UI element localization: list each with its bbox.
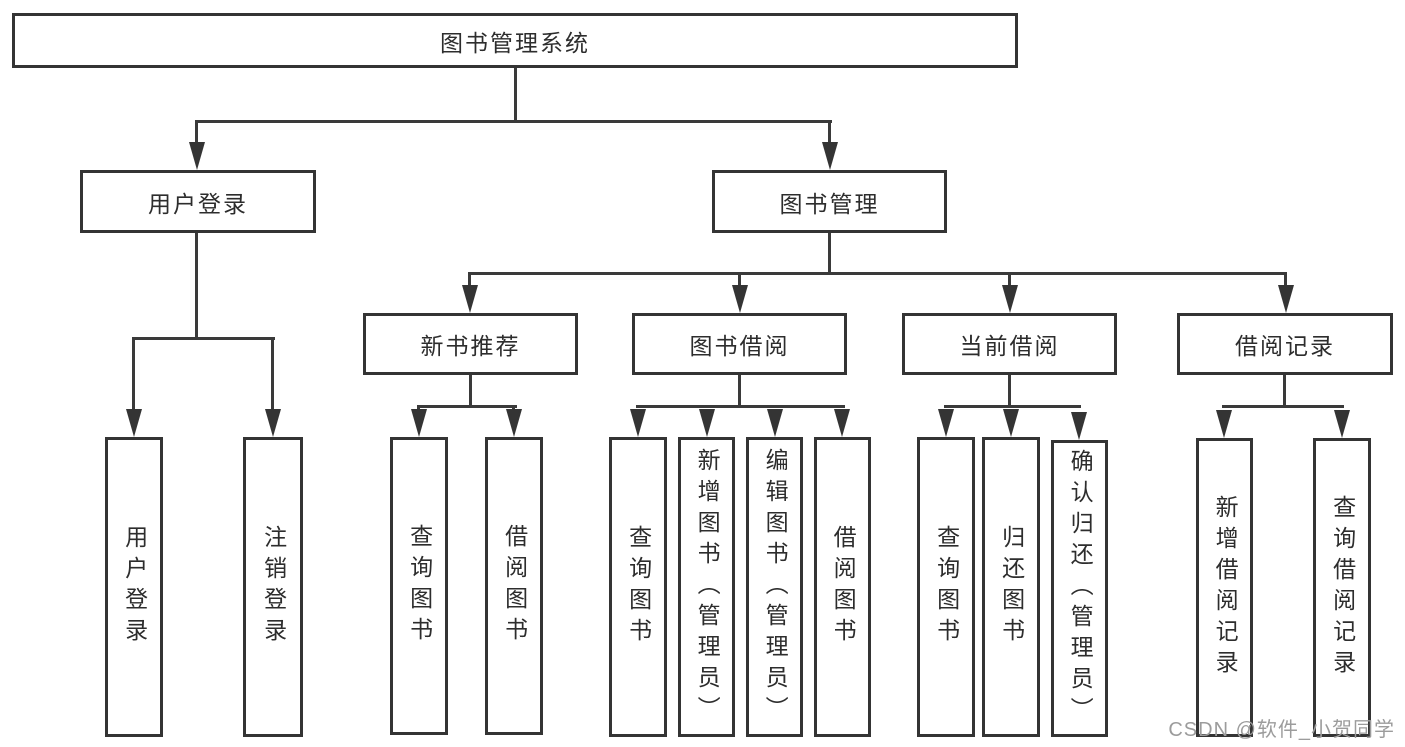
arrow-down-icon	[767, 409, 783, 437]
connector-line	[828, 231, 831, 275]
node-label: 查询借阅记录	[1329, 494, 1356, 681]
arrow-down-icon	[699, 409, 715, 437]
node-new-book-recommend: 新书推荐	[363, 313, 578, 375]
node-label: 确认归还（管理员）	[1067, 449, 1094, 728]
leaf-cb-confirm-return-admin: 确认归还（管理员）	[1051, 440, 1108, 737]
node-label: 查询图书	[933, 525, 960, 649]
arrow-down-icon	[462, 285, 478, 313]
connector-line	[512, 405, 515, 411]
connector-line	[738, 373, 741, 408]
node-label: 图书管理系统	[440, 29, 590, 56]
node-label: 图书管理	[779, 190, 880, 217]
node-label: 归还图书	[998, 525, 1025, 649]
leaf-bb-edit-books-admin: 编辑图书（管理员）	[746, 437, 803, 737]
connector-line	[417, 405, 420, 411]
node-label: 图书借阅	[689, 333, 790, 359]
connector-line	[944, 405, 1081, 408]
node-label: 新书推荐	[420, 333, 521, 359]
node-label: 编辑图书（管理员）	[762, 447, 789, 727]
arrow-down-icon	[1278, 285, 1294, 313]
node-label: 新增借阅记录	[1212, 494, 1239, 681]
leaf-user-login: 用户登录	[105, 437, 163, 737]
node-label: 当前借阅	[959, 333, 1060, 359]
node-book-borrowing: 图书借阅	[632, 313, 847, 375]
node-label: 借阅记录	[1235, 333, 1335, 359]
connector-line	[738, 272, 741, 287]
leaf-bb-add-books-admin: 新增图书（管理员）	[678, 437, 735, 737]
arrow-down-icon	[1002, 285, 1018, 313]
connector-line	[468, 272, 1287, 275]
node-label: 借阅图书	[830, 525, 857, 649]
node-library-management-system: 图书管理系统	[12, 13, 1018, 68]
connector-line	[417, 405, 517, 408]
leaf-br-add-record: 新增借阅记录	[1196, 438, 1253, 737]
leaf-nbr-query-books: 查询图书	[390, 437, 448, 735]
leaf-cb-query-books: 查询图书	[917, 437, 975, 737]
leaf-nbr-borrow-books: 借阅图书	[485, 437, 543, 735]
arrow-down-icon	[1003, 409, 1019, 437]
leaf-bb-borrow-books: 借阅图书	[814, 437, 871, 737]
leaf-bb-query-books: 查询图书	[609, 437, 667, 737]
connector-line	[132, 337, 275, 340]
connector-line	[469, 373, 472, 408]
arrow-down-icon	[834, 409, 850, 437]
arrow-down-icon	[411, 409, 427, 437]
csdn-watermark: CSDN @软件_小贺同学	[1168, 719, 1395, 741]
connector-line	[132, 337, 135, 411]
connector-line	[195, 120, 832, 123]
connector-line	[514, 66, 517, 123]
connector-line	[1008, 272, 1011, 287]
arrow-down-icon	[1334, 410, 1350, 438]
node-borrow-records: 借阅记录	[1177, 313, 1393, 375]
connector-line	[271, 337, 274, 411]
connector-line	[1283, 373, 1286, 408]
node-label: 用户登录	[148, 190, 248, 217]
arrow-down-icon	[822, 142, 838, 170]
arrow-down-icon	[265, 409, 281, 437]
node-label: 用户登录	[121, 525, 148, 649]
arrow-down-icon	[938, 409, 954, 437]
connector-line	[1284, 272, 1287, 287]
leaf-cb-return-books: 归还图书	[982, 437, 1040, 737]
connector-line	[828, 120, 831, 144]
node-label: 借阅图书	[501, 524, 528, 648]
arrow-down-icon	[732, 285, 748, 313]
node-user-login: 用户登录	[80, 170, 316, 233]
connector-line	[1008, 373, 1011, 408]
connector-line	[1222, 405, 1344, 408]
node-book-management: 图书管理	[712, 170, 947, 233]
arrow-down-icon	[126, 409, 142, 437]
arrow-down-icon	[630, 409, 646, 437]
connector-line	[195, 231, 198, 340]
arrow-down-icon	[506, 409, 522, 437]
arrow-down-icon	[1071, 412, 1087, 440]
leaf-br-query-record: 查询借阅记录	[1313, 438, 1371, 737]
arrow-down-icon	[189, 142, 205, 170]
node-label: 注销登录	[260, 525, 287, 649]
arrow-down-icon	[1216, 410, 1232, 438]
node-label: 查询图书	[406, 524, 433, 648]
leaf-logout: 注销登录	[243, 437, 303, 737]
connector-line	[195, 120, 198, 144]
node-label: 查询图书	[625, 525, 652, 649]
node-label: 新增图书（管理员）	[694, 447, 721, 727]
node-current-borrowing: 当前借阅	[902, 313, 1117, 375]
connector-line	[468, 272, 471, 287]
connector-line	[636, 405, 845, 408]
